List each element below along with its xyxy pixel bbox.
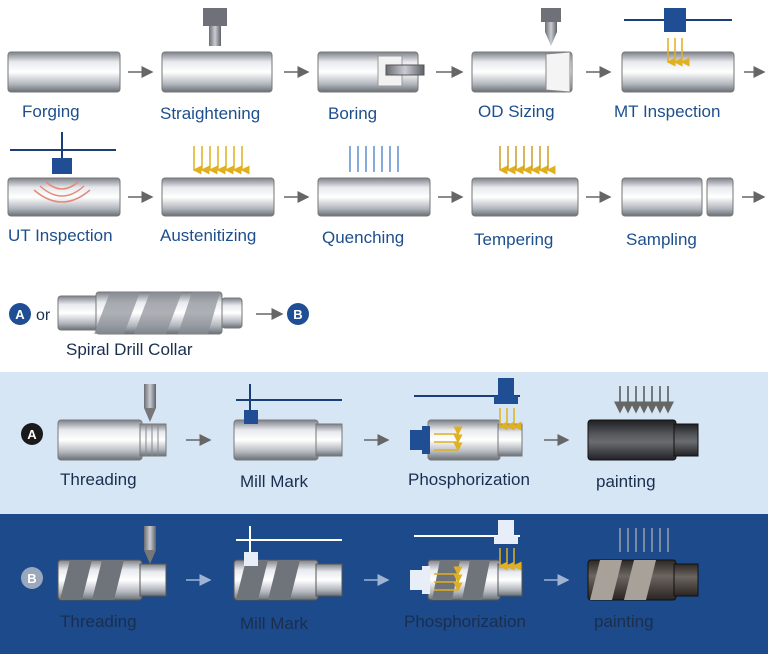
- tempering-pipe: [471, 177, 579, 217]
- ut-probe: [52, 158, 72, 174]
- step-label-austenitizing: Austenitizing: [160, 226, 257, 245]
- step-label-forging: Forging: [22, 102, 80, 121]
- step-label-sampling: Sampling: [626, 230, 697, 249]
- step-label-straightening: Straightening: [160, 104, 261, 123]
- route-b-mill-mark: [233, 526, 343, 601]
- route-a-mill-mark: [233, 384, 343, 461]
- badge-letter: or: [36, 307, 51, 324]
- route-a-phosphorization: [410, 378, 523, 461]
- badge-a: [9, 303, 31, 325]
- mt-probe: [664, 8, 686, 32]
- route-a-threading: [57, 384, 167, 461]
- route-b-painting: [587, 528, 699, 601]
- ut-waves: [33, 181, 91, 203]
- route-a-step-phosphorization: Phosphorization: [408, 470, 530, 489]
- austenitizing-pipe: [161, 177, 275, 217]
- route-b-step-painting: painting: [594, 612, 654, 631]
- forging-pipe: [7, 51, 121, 93]
- route-b-step-threading: Threading: [60, 612, 137, 631]
- boring-bar: [385, 64, 425, 76]
- route-a-step-mill-mark: Mill Mark: [240, 472, 308, 491]
- straightening-pipe: [161, 51, 273, 93]
- route-b-phosphorization: [410, 520, 523, 601]
- badge-b: [287, 303, 309, 325]
- quenching-pipe: [317, 177, 431, 217]
- route-a-step-painting: painting: [596, 472, 656, 491]
- straightening-press: [203, 8, 227, 26]
- route-b-badge: [21, 567, 43, 589]
- step-label-tempering: Tempering: [474, 230, 554, 249]
- sampling-pipe-main: [621, 177, 703, 217]
- route-b-threading: [57, 526, 167, 601]
- badge-letter: A: [15, 307, 25, 322]
- step-label-mt-inspection: MT Inspection: [614, 102, 721, 121]
- temper-arrows: [498, 146, 556, 175]
- heat-arrows: [192, 146, 250, 175]
- spiral-drill-collar: [57, 291, 243, 335]
- step-label-boring: Boring: [328, 104, 378, 123]
- sizing-tool: [545, 22, 557, 46]
- sampling-pipe-sample: [706, 177, 734, 217]
- ut-inspection-pipe: [7, 177, 121, 217]
- cool-arrows: [349, 146, 399, 172]
- route-b-step-phosphorization: Phosphorization: [404, 612, 526, 631]
- route-b-step-mill-mark: Mill Mark: [240, 614, 308, 633]
- product-label: Spiral Drill Collar: [66, 340, 193, 359]
- route-a-painting: [587, 386, 699, 461]
- route-a-badge: [21, 423, 43, 445]
- badge-letter: B: [27, 571, 36, 586]
- step-label-quenching: Quenching: [322, 228, 405, 247]
- mt-inspection-pipe: [621, 51, 735, 93]
- badge-letter: A: [27, 427, 37, 442]
- route-a-step-threading: Threading: [60, 470, 137, 489]
- step-label-od-sizing: OD Sizing: [478, 102, 555, 121]
- step-label-ut-inspection: UT Inspection: [8, 226, 113, 245]
- badge-letter: B: [293, 307, 302, 322]
